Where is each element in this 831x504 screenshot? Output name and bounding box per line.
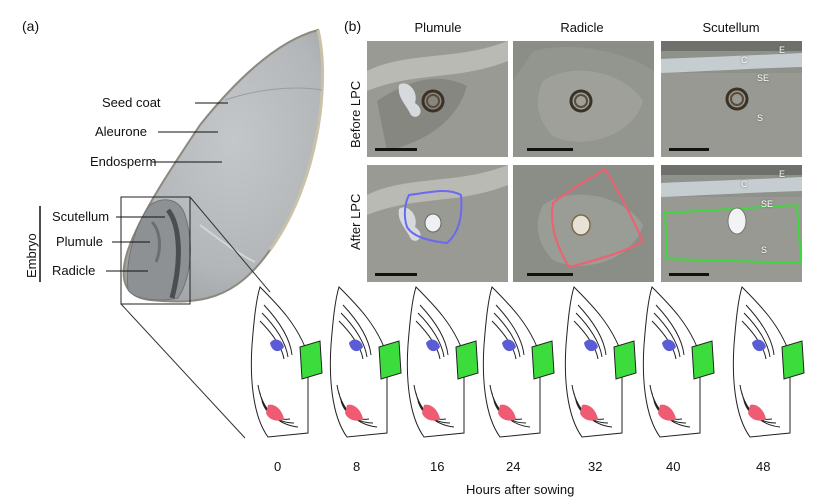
layer-label-s: S <box>761 245 768 255</box>
radicle-region <box>266 404 284 421</box>
plumule-region <box>584 339 598 352</box>
embryo-drawing-16h <box>406 286 479 438</box>
plumule-region <box>270 339 284 352</box>
micrograph-plumule-before <box>367 41 508 157</box>
column-header-plumule: Plumule <box>414 20 462 35</box>
layer-label-e: E <box>779 45 786 55</box>
layer-label-c: C <box>741 55 748 65</box>
embryo-drawing-8h <box>329 286 402 438</box>
scutellum-region <box>613 340 637 380</box>
plumule-region <box>502 339 516 352</box>
layer-label-se: SE <box>757 73 770 83</box>
scale-bar <box>375 273 417 276</box>
embryo-drawing-0h <box>250 286 323 438</box>
radicle-region <box>748 404 766 421</box>
radicle-region <box>498 404 516 421</box>
scutellum-lpc-outline <box>663 203 802 265</box>
scale-bar <box>375 148 417 151</box>
micrograph-plumule-after <box>367 165 508 282</box>
scutellum-region <box>378 340 402 380</box>
label-scutellum: Scutellum <box>52 209 110 224</box>
layer-label-se: SE <box>761 199 774 209</box>
plumule-region <box>662 339 676 352</box>
label-plumule: Plumule <box>56 234 103 249</box>
layer-label-e: E <box>779 169 786 179</box>
micrograph-radicle-before <box>513 41 654 157</box>
hour-label-48: 48 <box>756 459 771 474</box>
embryo-drawing-32h <box>564 286 637 438</box>
layer-label-c: C <box>741 179 748 189</box>
radicle-region <box>345 404 363 421</box>
radicle-region <box>580 404 598 421</box>
radicle-lpc-outline <box>551 167 645 269</box>
column-header-radicle: Radicle <box>560 20 604 35</box>
label-aleurone: Aleurone <box>95 124 148 139</box>
panel-b-label: (b) <box>344 18 362 34</box>
embryo-inset-box <box>120 196 191 305</box>
embryo-drawing-24h <box>482 286 555 438</box>
scutellum-region <box>531 340 555 380</box>
plumule-region <box>349 339 363 352</box>
panel-a-label: (a) <box>22 18 40 34</box>
hour-label-0: 0 <box>274 459 282 474</box>
scale-bar <box>527 148 573 151</box>
radicle-region <box>422 404 440 421</box>
label-radicle: Radicle <box>52 263 96 278</box>
hour-label-8: 8 <box>353 459 361 474</box>
scutellum-region <box>691 340 715 380</box>
hour-label-16: 16 <box>430 459 445 474</box>
column-header-scutellum: Scutellum <box>702 20 760 35</box>
label-endosperm: Endosperm <box>90 154 157 169</box>
embryo-drawing-48h <box>732 286 805 438</box>
scutellum-band <box>165 208 181 299</box>
scutellum-region <box>781 340 805 380</box>
micrograph-scutellum-after: E C SE S <box>661 165 802 282</box>
plumule-lpc-outline <box>403 189 463 245</box>
plumule-region <box>752 339 766 352</box>
scale-bar <box>527 273 573 276</box>
micrograph-scutellum-before: E C SE S <box>661 41 802 157</box>
scale-bar <box>669 148 709 151</box>
scale-bar <box>669 273 709 276</box>
layer-label-s: S <box>757 113 764 123</box>
embryo-drawing-40h <box>642 286 715 438</box>
plumule-region <box>426 339 440 352</box>
hour-label-24: 24 <box>506 459 521 474</box>
hour-label-32: 32 <box>588 459 603 474</box>
micrograph-radicle-after <box>513 165 654 282</box>
label-seed-coat: Seed coat <box>102 95 161 110</box>
timecourse-xlabel: Hours after sowing <box>466 482 575 497</box>
hour-label-40: 40 <box>666 459 681 474</box>
scutellum-region <box>299 340 323 380</box>
radicle-region <box>658 404 676 421</box>
scutellum-region <box>455 340 479 380</box>
